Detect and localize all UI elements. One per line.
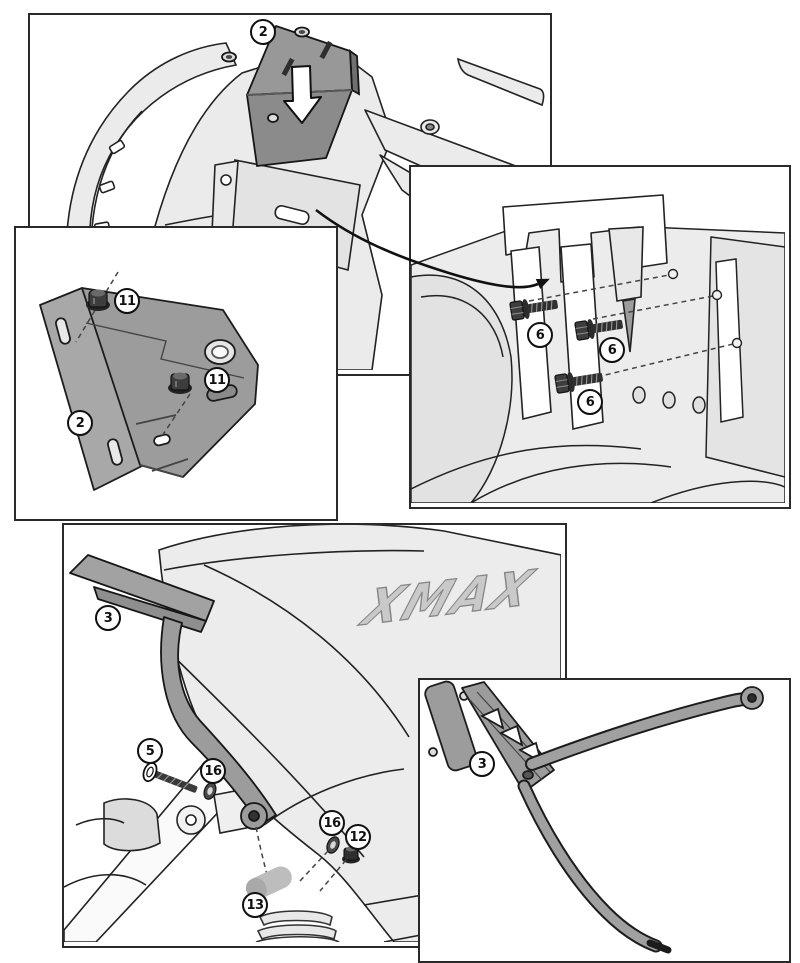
mounting-holes — [667, 268, 743, 349]
callout-bushing-13: 13 — [242, 892, 268, 918]
callout-bolt-6-lower: 6 — [577, 389, 603, 415]
dashed-guides — [528, 274, 734, 378]
callout-label: 2 — [75, 415, 85, 431]
callout-label: 16 — [323, 815, 341, 831]
nut-icon — [342, 846, 360, 864]
callout-label: 6 — [535, 327, 545, 343]
callout-label: 6 — [585, 394, 595, 410]
callout-label: 11 — [118, 293, 136, 309]
callout-bracket-2: 2 — [250, 19, 276, 45]
callout-label: 6 — [607, 342, 617, 358]
rack-part-3-alone — [424, 680, 764, 954]
callout-nut-12: 12 — [345, 824, 371, 850]
callout-label: 13 — [246, 897, 264, 913]
callout-rack-3-inset: 3 — [469, 751, 495, 777]
callout-bracket-2: 2 — [67, 410, 93, 436]
callout-screw-5: 5 — [137, 738, 163, 764]
down-arrow-icon — [283, 65, 322, 124]
callout-rack-3: 3 — [95, 605, 121, 631]
shock-spring — [255, 910, 340, 942]
bracket-part-2-large — [39, 287, 259, 491]
callout-label: 2 — [258, 24, 268, 40]
callout-washer-16-rear: 16 — [319, 810, 345, 836]
callout-label: 3 — [103, 610, 113, 626]
rack-part-3 — [69, 554, 277, 830]
callout-nut-11-upper: 11 — [114, 288, 140, 314]
panel-rack-inset: 3 — [418, 678, 791, 963]
callout-label: 5 — [145, 743, 155, 759]
nut-icon — [85, 288, 111, 312]
callout-bolt-6-upper: 6 — [527, 322, 553, 348]
bracket-part-2 — [221, 25, 360, 167]
callout-washer-16-front: 16 — [200, 758, 226, 784]
rack-inset-illustration — [424, 680, 764, 954]
nut-icon — [167, 371, 193, 395]
callout-label: 11 — [208, 372, 226, 388]
callout-nut-11-lower: 11 — [204, 367, 230, 393]
panel-frame-bolts: 6 6 6 — [409, 165, 791, 509]
frame-bolts-illustration — [411, 194, 785, 503]
panel-bracket-detail: 11 11 2 — [14, 226, 338, 521]
side-view-illustration: XMAX — [64, 525, 561, 942]
callout-label: 12 — [349, 829, 367, 845]
callout-label: 3 — [477, 756, 487, 772]
bracket-detail-illustration — [39, 271, 259, 491]
callout-label: 16 — [204, 763, 222, 779]
callout-bolt-6-middle: 6 — [599, 337, 625, 363]
